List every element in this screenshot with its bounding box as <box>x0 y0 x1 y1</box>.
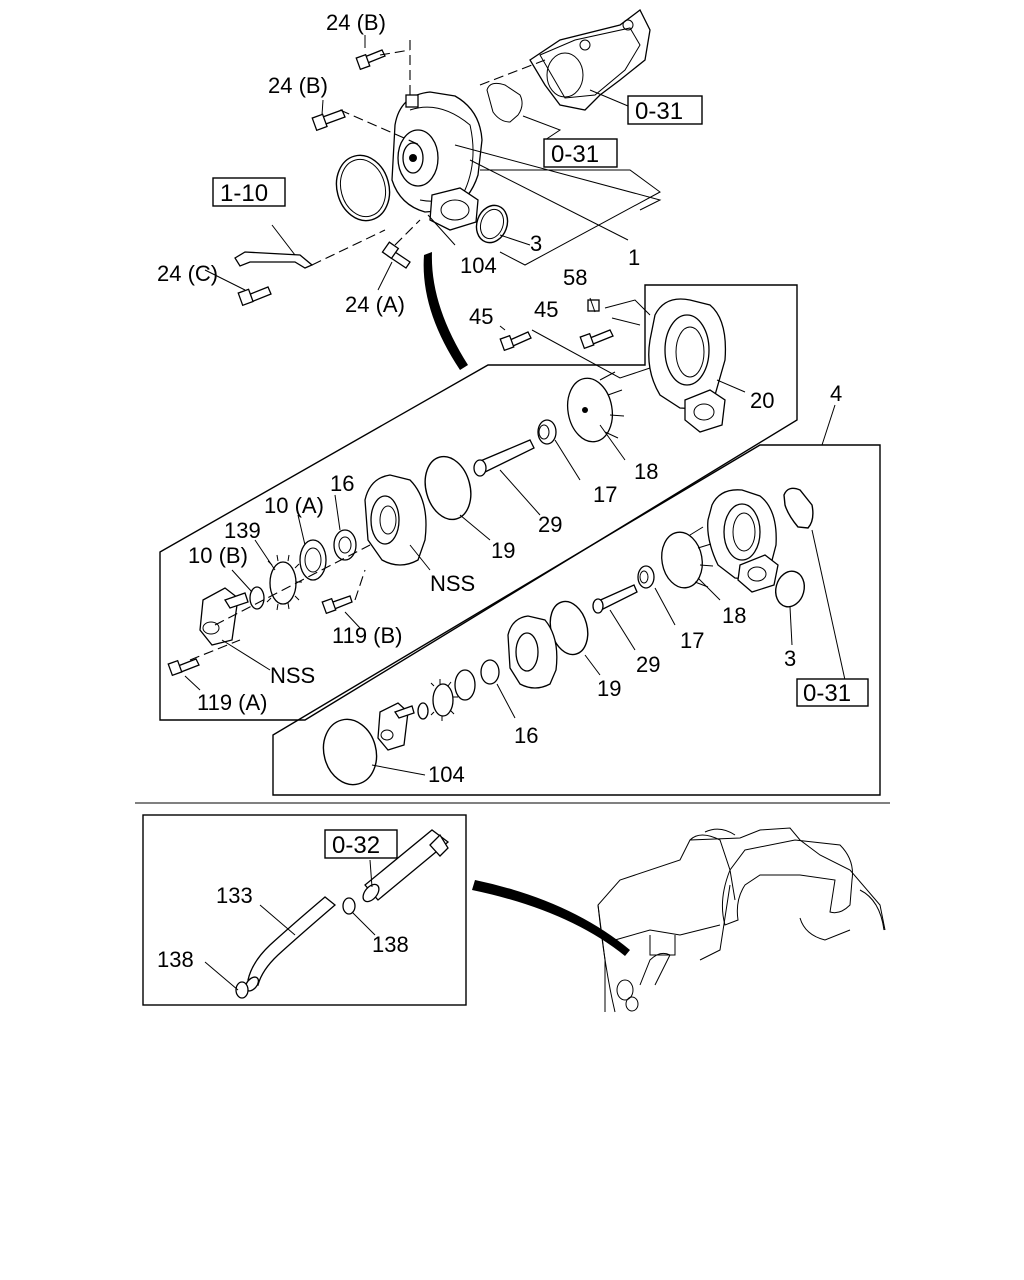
ref-text-0-31-mid: 0-31 <box>551 141 599 168</box>
hose-133 <box>244 896 337 992</box>
label-104-kit: 104 <box>428 762 465 787</box>
label-3-top: 3 <box>530 231 542 256</box>
outlet-gasket <box>486 82 523 123</box>
ref-box-0-31-kit: 0-31 <box>796 678 869 707</box>
spacer-b2 <box>454 669 476 701</box>
seal-17-a <box>537 419 557 445</box>
label-29-b: 29 <box>636 652 660 677</box>
bearing-housing-nss <box>364 474 427 566</box>
label-nss-housing: NSS <box>430 571 475 596</box>
flange-nss <box>199 587 249 646</box>
gasket-3 <box>475 204 509 244</box>
impeller-18-b <box>661 526 714 589</box>
label-19-a: 19 <box>491 538 515 563</box>
gasket-3-b <box>774 570 806 608</box>
ref-box-0-31-top: 0-31 <box>627 95 703 125</box>
label-10a: 10 (A) <box>264 493 324 518</box>
label-24c: 24 (C) <box>157 261 218 286</box>
label-19-b: 19 <box>597 676 621 701</box>
flange-b <box>377 702 415 751</box>
pump-cover-20 <box>648 298 727 433</box>
pump-body <box>391 91 483 231</box>
callout-arrow-top <box>423 252 468 370</box>
bolt-119a <box>167 658 200 677</box>
pump-internals-detailed <box>167 297 746 691</box>
part-number-labels: 24 (B) 24 (B) 24 (C) 24 (A) 1 3 104 58 4… <box>157 10 842 972</box>
spacer-b3 <box>417 702 429 720</box>
gear-b <box>430 679 458 721</box>
label-133: 133 <box>216 883 253 908</box>
ref-box-0-31-mid: 0-31 <box>543 138 618 168</box>
ref-text-0-31-kit: 0-31 <box>803 680 851 707</box>
o-ring-104-b <box>322 718 378 786</box>
label-45-b: 45 <box>534 297 558 322</box>
label-24b-top: 24 (B) <box>326 10 386 35</box>
label-58: 58 <box>563 265 587 290</box>
ref-box-1-10: 1-10 <box>212 177 286 207</box>
spacer-10b <box>249 586 265 610</box>
bracket <box>234 251 314 269</box>
ref-text-0-31-top: 0-31 <box>635 98 683 125</box>
label-4: 4 <box>830 381 842 406</box>
bolt-119b <box>321 595 353 615</box>
label-138-left: 138 <box>157 947 194 972</box>
stud-45-b <box>579 329 614 350</box>
ref-text-1-10: 1-10 <box>220 180 268 207</box>
detail-frame-pump-internals <box>159 284 798 721</box>
label-104-top: 104 <box>460 253 497 278</box>
bearing-housing-b <box>507 615 558 689</box>
label-nss-flange: NSS <box>270 663 315 688</box>
label-24a: 24 (A) <box>345 292 405 317</box>
hose-assembly <box>204 829 450 999</box>
spacer-10a <box>299 539 327 581</box>
impeller-18-a <box>566 371 625 443</box>
label-17-a: 17 <box>593 482 617 507</box>
stud-45-a <box>499 331 532 352</box>
label-119b: 119 (B) <box>332 623 403 648</box>
label-138-right: 138 <box>372 932 409 957</box>
detail-frame-hose <box>142 814 467 1006</box>
bearing-16-a <box>333 529 357 561</box>
reference-boxes: 0-31 0-31 1-10 0-31 0-32 <box>212 95 869 859</box>
ref-box-0-32: 0-32 <box>324 829 398 859</box>
pump-assembly-view <box>204 9 662 307</box>
label-119a: 119 (A) <box>197 690 268 715</box>
kit-4-parts <box>322 487 846 786</box>
pump-cover-b <box>707 489 779 593</box>
label-17-b: 17 <box>680 628 704 653</box>
ref-text-0-32: 0-32 <box>332 832 380 859</box>
o-ring-19-a <box>424 455 472 521</box>
outlet-housing <box>529 9 651 111</box>
bearing-16-b <box>480 659 500 685</box>
label-45-a: 45 <box>469 304 493 329</box>
pipe <box>362 829 450 903</box>
label-1: 1 <box>628 245 640 270</box>
gasket-b-top <box>783 487 814 529</box>
label-18-b: 18 <box>722 603 746 628</box>
shaft-29-a <box>473 439 535 477</box>
clamp-138-left <box>235 981 249 999</box>
bolt-24a <box>381 241 411 269</box>
label-20: 20 <box>750 388 774 413</box>
shaft-29-b <box>592 584 638 614</box>
seal-17-b <box>637 565 655 589</box>
label-3-kit: 3 <box>784 646 796 671</box>
bolt-24c <box>237 286 272 307</box>
label-10b: 10 (B) <box>188 543 248 568</box>
label-24b-mid: 24 (B) <box>268 73 328 98</box>
label-16-b: 16 <box>514 723 538 748</box>
clamp-138-right <box>342 897 356 915</box>
engine-view <box>597 827 886 1013</box>
detail-frame-kit-4 <box>272 444 881 796</box>
nut-58 <box>587 299 600 312</box>
label-29-a: 29 <box>538 512 562 537</box>
bolt-24b-top <box>355 49 386 71</box>
label-139: 139 <box>224 518 261 543</box>
bolt-24b-mid <box>311 109 346 132</box>
o-ring-104 <box>335 154 391 222</box>
callout-arrow-bottom <box>472 880 630 956</box>
label-18-a: 18 <box>634 459 658 484</box>
label-16-a: 16 <box>330 471 354 496</box>
